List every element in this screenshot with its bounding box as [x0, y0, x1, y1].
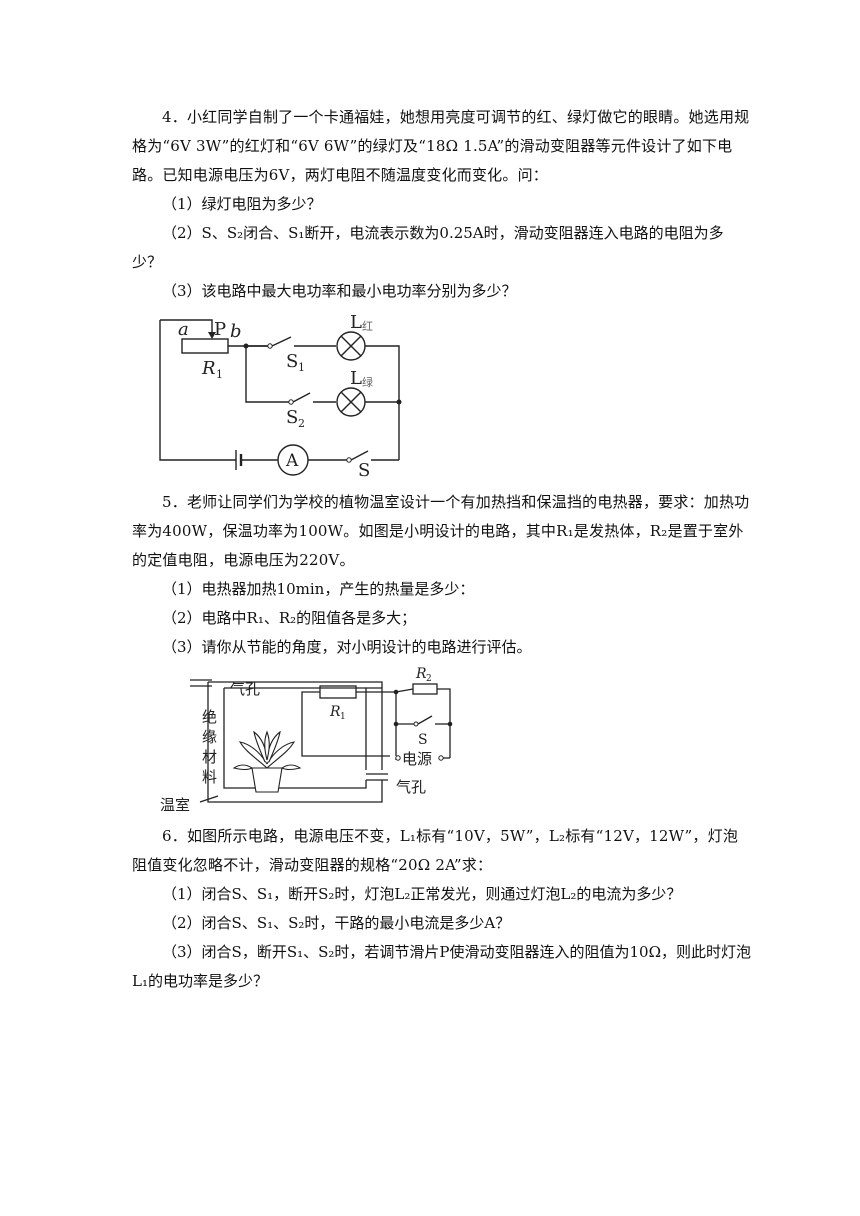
lamp-red-sub: 红	[362, 320, 373, 333]
q6-sub3: （3）闭合S，断开S₁、S₂时，若调节滑片P使滑动变阻器连入的阻值为10Ω，则此…	[132, 943, 752, 990]
switch-s-label: S	[418, 732, 428, 748]
rheostat-end-a-label: a	[178, 319, 189, 340]
lamp-green-label: L	[350, 368, 362, 389]
insulation-label-1: 绝	[202, 708, 217, 726]
resistor-r2-sub: 2	[426, 674, 432, 684]
q4-sub1: （1）绿灯电阻为多少？	[162, 195, 322, 213]
q5-sub3: （3）请你从节能的角度，对小明设计的电路进行评估。	[162, 638, 532, 656]
q5-greenhouse-diagram: 气孔 气孔 电源 温室 绝 缘 材 料 R 1 R 2 S	[160, 666, 453, 814]
switch-s-label: S	[358, 460, 370, 480]
q4-stem: 4．小红同学自制了一个卡通福娃，她想用亮度可调节的红、绿灯做它的眼睛。她选用规格…	[132, 108, 750, 184]
potted-plant-icon	[232, 730, 302, 793]
lamp-green-sub: 绿	[362, 375, 373, 389]
rheostat-r1-label: R	[201, 358, 216, 379]
vent-bottom-label: 气孔	[396, 778, 426, 796]
q6-sub1: （1）闭合S、S₁，断开S₂时，灯泡L₂正常发光，则通过灯泡L₂的电流为多少？	[162, 885, 682, 903]
switch-s2-label: S	[286, 407, 298, 428]
switch-s2-sub: 2	[298, 417, 305, 430]
q6-stem: 6．如图所示电路，电源电压不变，L₁标有“10V，5W”，L₂标有“12V，12…	[132, 827, 739, 874]
resistor-r1-label: R	[329, 704, 341, 720]
q4-sub2: （2）S、S₂闭合、S₁断开，电流表示数为0.25A时，滑动变阻器连入电路的电阻…	[132, 224, 724, 271]
q6-sub2: （2）闭合S、S₁、S₂时，干路的最小电流是多少A？	[162, 914, 511, 932]
insulation-label-3: 材	[202, 748, 217, 766]
q5-stem: 5．老师让同学们为学校的植物温室设计一个有加热挡和保温挡的电热器，要求：加热功率…	[132, 493, 750, 569]
q5-sub1: （1）电热器加热10min，产生的热量是多少：	[162, 580, 475, 598]
greenhouse-label: 温室	[160, 796, 190, 814]
resistor-r2-label: R	[415, 666, 427, 682]
lamp-red-label: L	[350, 312, 362, 333]
q5-sub2: （2）电路中R₁、R₂的阻值各是多大；	[162, 609, 417, 627]
switch-s1-sub: 1	[298, 361, 305, 374]
insulation-label-4: 料	[202, 768, 217, 786]
ammeter-label: A	[285, 451, 299, 471]
slider-p-label: P	[214, 319, 226, 340]
rheostat-r1-sub: 1	[216, 368, 223, 381]
switch-s1-label: S	[286, 351, 298, 372]
vent-top-label: 气孔	[230, 680, 260, 698]
q4-sub3: （3）该电路中最大电功率和最小电功率分别为多少？	[162, 282, 517, 300]
rheostat-end-b-label: b	[230, 321, 242, 342]
q4-circuit-diagram: a P b R 1 S 1 S 2 L 红 L 绿 A S	[159, 312, 402, 480]
resistor-r1-sub: 1	[340, 712, 346, 722]
power-source-label: 电源	[402, 750, 432, 768]
insulation-label-2: 缘	[202, 728, 217, 746]
